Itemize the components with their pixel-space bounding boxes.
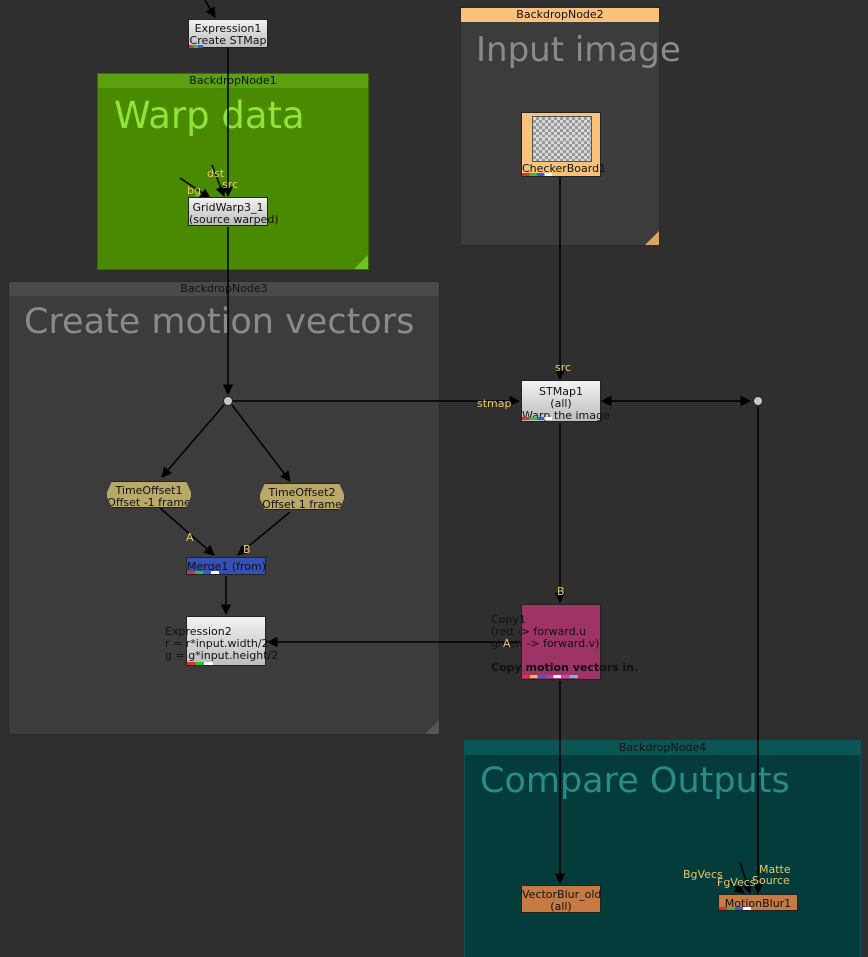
node-note: Copy motion vectors in. bbox=[491, 661, 639, 674]
node-merge1[interactable]: Merge1 (from) bbox=[186, 557, 266, 575]
node-name: VectorBlur_old bbox=[522, 888, 602, 901]
node-label: Offset 1 frame bbox=[262, 498, 342, 511]
channel-indicator bbox=[522, 675, 578, 678]
node-name: CheckerBoard1 bbox=[522, 162, 607, 175]
checkerboard-thumbnail bbox=[532, 116, 592, 162]
backdrop-header: BackdropNode3 bbox=[9, 282, 439, 296]
channel-indicator bbox=[187, 662, 213, 665]
node-label: (red -> forward.u bbox=[491, 625, 587, 638]
node-name: TimeOffset1 bbox=[115, 484, 183, 497]
channel-indicator bbox=[189, 45, 203, 48]
node-expression2-text: Expression2 r = r*input.width/2 g = g*in… bbox=[165, 626, 278, 662]
dot-node-right[interactable] bbox=[753, 396, 763, 406]
backdrop-title: Compare Outputs bbox=[480, 761, 790, 801]
node-label: Create STMap bbox=[189, 34, 267, 47]
backdrop-resize-handle[interactable] bbox=[645, 231, 659, 245]
node-name: Expression1 bbox=[194, 22, 262, 35]
node-motionblur1[interactable]: MotionBlur1 bbox=[718, 894, 798, 911]
node-checkerboard1[interactable]: CheckerBoard1 bbox=[521, 112, 607, 177]
backdrop-resize-handle[interactable] bbox=[354, 255, 368, 269]
node-name: Copy1 bbox=[491, 613, 526, 626]
input-label-src: src bbox=[555, 361, 572, 374]
backdrop-warp-data[interactable]: BackdropNode1 Warp data bbox=[97, 73, 369, 270]
node-label: g = g*input.height/2 bbox=[165, 649, 279, 662]
input-label-src: src bbox=[222, 178, 239, 191]
node-copy1-body[interactable] bbox=[521, 604, 601, 680]
node-label: green -> forward.v) bbox=[491, 637, 600, 650]
input-label-stmap: stmap bbox=[477, 397, 512, 410]
node-name: TimeOffset2 bbox=[268, 486, 336, 499]
input-label-matte: Matte bbox=[759, 863, 791, 876]
node-timeoffset1[interactable]: TimeOffset1 Offset -1 frame bbox=[106, 481, 192, 508]
input-label-a: A bbox=[503, 637, 511, 650]
input-label-b: B bbox=[243, 543, 251, 556]
node-channels: (all) bbox=[550, 397, 572, 410]
input-label-dst: dst bbox=[207, 167, 225, 180]
channel-indicator bbox=[187, 571, 219, 574]
node-name: MotionBlur1 bbox=[724, 897, 792, 910]
backdrop-compare-outputs[interactable]: BackdropNode4 Compare Outputs bbox=[464, 740, 861, 957]
node-channels: (all) bbox=[550, 900, 572, 913]
backdrop-title: Warp data bbox=[114, 94, 305, 137]
node-label: r = r*input.width/2 bbox=[165, 637, 269, 650]
node-name: GridWarp3_1 bbox=[192, 201, 264, 214]
node-expression1[interactable]: Expression1 Create STMap bbox=[188, 19, 268, 48]
input-label-bg: bg bbox=[187, 184, 201, 197]
backdrop-header: BackdropNode1 bbox=[98, 74, 368, 88]
backdrop-header: BackdropNode4 bbox=[465, 741, 860, 755]
node-gridwarp3-1[interactable]: GridWarp3_1 (source warped) bbox=[188, 197, 279, 226]
node-name: STMap1 bbox=[539, 385, 583, 398]
dot-node-left[interactable] bbox=[223, 396, 233, 406]
node-label: Warp the image bbox=[522, 409, 610, 422]
node-label: (source warped) bbox=[189, 213, 279, 226]
input-label-b: B bbox=[557, 585, 565, 598]
input-label-bgvecs: BgVecs bbox=[683, 868, 723, 881]
node-name: Merge1 (from) bbox=[187, 560, 267, 573]
input-label-a: A bbox=[186, 531, 194, 544]
node-expression2-body[interactable] bbox=[186, 616, 266, 666]
node-vectorblur-old[interactable]: VectorBlur_old (all) bbox=[521, 885, 601, 913]
backdrop-resize-handle[interactable] bbox=[425, 720, 439, 734]
input-label-source: Source bbox=[752, 874, 790, 887]
channel-indicator bbox=[522, 417, 552, 420]
input-label-fgvecs: FgVecs bbox=[717, 876, 756, 889]
node-stmap1[interactable]: STMap1 (all) Warp the image bbox=[521, 380, 610, 422]
channel-indicator bbox=[719, 907, 751, 910]
node-label: Offset -1 frame bbox=[107, 496, 191, 509]
backdrop-header: BackdropNode2 bbox=[461, 8, 659, 22]
node-copy1-text: Copy1 (red -> forward.u green -> forward… bbox=[491, 614, 638, 674]
node-name: Expression2 bbox=[165, 625, 232, 638]
backdrop-title: Create motion vectors bbox=[24, 302, 415, 342]
backdrop-title: Input image bbox=[476, 30, 681, 70]
channel-indicator bbox=[522, 173, 552, 176]
node-timeoffset2[interactable]: TimeOffset2 Offset 1 frame bbox=[259, 483, 345, 510]
